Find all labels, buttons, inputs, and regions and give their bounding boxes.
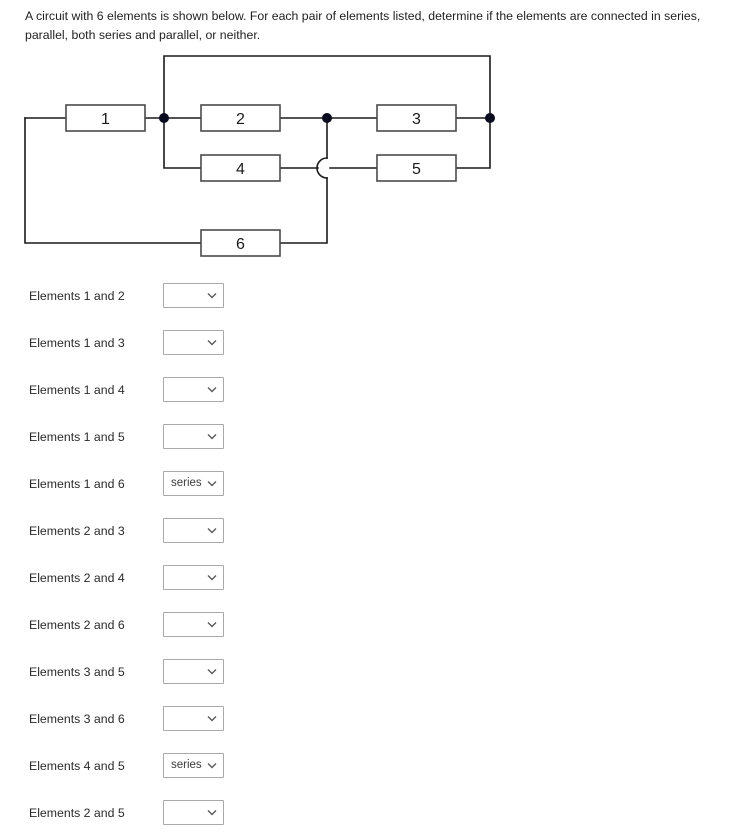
- element-box-1: [65, 104, 146, 132]
- element-box-4: [200, 154, 281, 182]
- pair-label: Elements 1 and 5: [29, 430, 125, 444]
- element-label-3: 3: [412, 111, 421, 128]
- answer-row: Elements 1 and 6 series: [0, 463, 743, 510]
- answer-select-2-and-6[interactable]: [163, 612, 224, 637]
- answer-row: Elements 1 and 2: [0, 275, 743, 322]
- element-label-1: 1: [101, 111, 110, 128]
- chevron-down-icon: [207, 621, 217, 628]
- answer-select-value: series: [171, 759, 202, 771]
- pair-label: Elements 3 and 5: [29, 665, 125, 679]
- element-box-group: 1 2 3 4 5 6: [65, 104, 457, 257]
- answer-select-value: series: [171, 477, 202, 489]
- chevron-down-icon: [207, 809, 217, 816]
- pair-label: Elements 2 and 3: [29, 524, 125, 538]
- pair-label: Elements 1 and 4: [29, 383, 125, 397]
- element-box-3: [376, 104, 457, 132]
- junction-dot-middle: [322, 113, 332, 123]
- pair-label: Elements 1 and 6: [29, 477, 125, 491]
- answer-row: Elements 2 and 5: [0, 792, 743, 839]
- answer-row: Elements 3 and 5: [0, 651, 743, 698]
- pair-label: Elements 4 and 5: [29, 759, 125, 773]
- wire-e5-to-rightnode: [454, 117, 491, 169]
- answer-row: Elements 1 and 3: [0, 322, 743, 369]
- junction-dot-left: [159, 113, 169, 123]
- answer-select-2-and-4[interactable]: [163, 565, 224, 590]
- element-label-6: 6: [236, 236, 245, 253]
- pair-label: Elements 2 and 6: [29, 618, 125, 632]
- answer-select-1-and-4[interactable]: [163, 377, 224, 402]
- element-box-2: [200, 104, 281, 132]
- answer-select-3-and-5[interactable]: [163, 659, 224, 684]
- answer-select-3-and-6[interactable]: [163, 706, 224, 731]
- circuit-diagram: 1 2 3 4 5 6: [0, 45, 520, 270]
- answer-row: Elements 2 and 3: [0, 510, 743, 557]
- chevron-down-icon: [207, 386, 217, 393]
- chevron-down-icon: [207, 527, 217, 534]
- junction-dot-group: [159, 113, 495, 123]
- pair-label: Elements 2 and 4: [29, 571, 125, 585]
- chevron-down-icon: [207, 715, 217, 722]
- wire-node2-down-lower: [279, 177, 328, 244]
- answer-select-2-and-3[interactable]: [163, 518, 224, 543]
- answer-rows: Elements 1 and 2 Elements 1 and 3 Elemen…: [0, 275, 743, 839]
- answer-row: Elements 2 and 4: [0, 557, 743, 604]
- junction-dot-right: [485, 113, 495, 123]
- element-label-5: 5: [412, 161, 421, 178]
- chevron-down-icon: [207, 339, 217, 346]
- answer-select-1-and-3[interactable]: [163, 330, 224, 355]
- element-box-6: [200, 229, 281, 257]
- chevron-down-icon: [207, 668, 217, 675]
- answer-select-1-and-5[interactable]: [163, 424, 224, 449]
- pair-label: Elements 3 and 6: [29, 712, 125, 726]
- element-label-4: 4: [236, 161, 245, 178]
- answer-row: Elements 4 and 5 series: [0, 745, 743, 792]
- answer-row: Elements 1 and 5: [0, 416, 743, 463]
- answer-select-1-and-6[interactable]: series: [163, 471, 224, 496]
- pair-label: Elements 2 and 5: [29, 806, 125, 820]
- answer-row: Elements 1 and 4: [0, 369, 743, 416]
- answer-select-4-and-5[interactable]: series: [163, 753, 224, 778]
- wire-left-return: [24, 117, 202, 244]
- question-prompt: A circuit with 6 elements is shown below…: [25, 9, 701, 42]
- answer-row: Elements 3 and 6: [0, 698, 743, 745]
- chevron-down-icon: [207, 433, 217, 440]
- element-box-5: [376, 154, 457, 182]
- chevron-down-icon: [207, 292, 217, 299]
- element-label-2: 2: [236, 111, 245, 128]
- wire-hop-arc: [316, 157, 328, 179]
- answer-select-1-and-2[interactable]: [163, 283, 224, 308]
- chevron-down-icon: [207, 480, 217, 487]
- answer-row: Elements 2 and 6: [0, 604, 743, 651]
- pair-label: Elements 1 and 2: [29, 289, 125, 303]
- pair-label: Elements 1 and 3: [29, 336, 125, 350]
- wire-top-loop: [163, 55, 491, 119]
- chevron-down-icon: [207, 574, 217, 581]
- answer-select-2-and-5[interactable]: [163, 800, 224, 825]
- wire-node1-to-e4: [163, 117, 202, 169]
- chevron-down-icon: [207, 762, 217, 769]
